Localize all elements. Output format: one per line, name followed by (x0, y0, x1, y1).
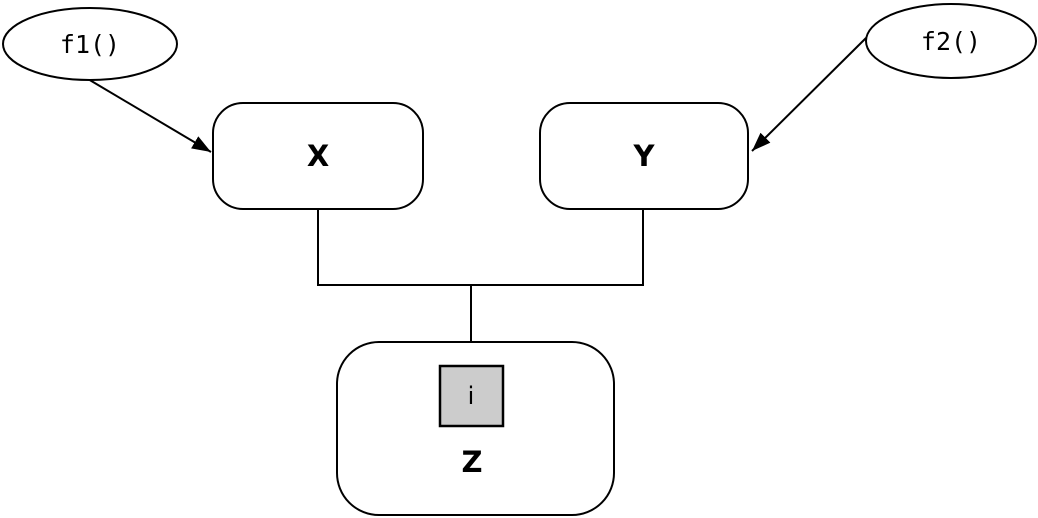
node-x: X (212, 102, 424, 210)
z-rounded-rect (336, 341, 615, 516)
z-index-port-label: i (468, 382, 475, 410)
node-f1: f1() (2, 7, 178, 81)
y-rounded-rect (539, 102, 749, 210)
node-f2: f2() (865, 3, 1037, 79)
f2-label: f2() (921, 27, 981, 56)
x-label: X (307, 139, 329, 173)
y-label: Y (633, 139, 656, 173)
edge-f1-to-x (87, 78, 212, 153)
z-label: Z (461, 445, 482, 479)
edge-merge-x-y (317, 209, 644, 286)
z-index-port-square (438, 364, 505, 428)
x-rounded-rect (212, 102, 424, 210)
f1-label: f1() (60, 30, 120, 59)
f1-ellipse (2, 7, 178, 81)
edge-f2-to-y (751, 37, 867, 152)
node-y: Y (539, 102, 749, 210)
f2-ellipse (865, 3, 1037, 79)
node-z: i Z (336, 341, 615, 516)
